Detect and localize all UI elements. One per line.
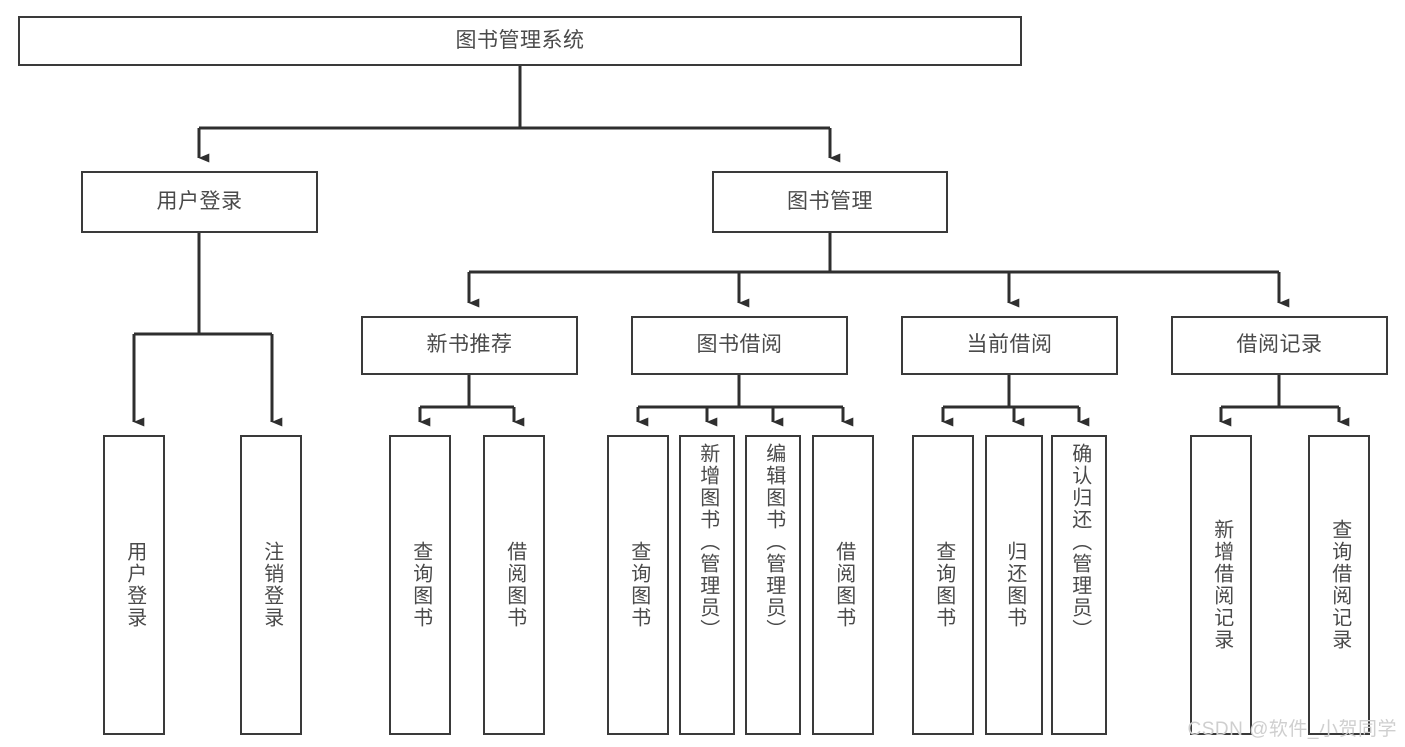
- leaf-user-login[interactable]: 用户登录: [103, 435, 165, 735]
- leaf-query-book-new[interactable]: 查询图书: [389, 435, 451, 735]
- leaf-borrow-book[interactable]: 借阅图书: [812, 435, 874, 735]
- leaf-add-book-admin-label: 新增图书（管理员）: [696, 443, 719, 641]
- leaf-add-book-admin[interactable]: 新增图书（管理员）: [679, 435, 735, 735]
- node-borrow-record[interactable]: 借阅记录: [1171, 316, 1388, 375]
- leaf-query-book-new-label: 查询图书: [409, 541, 432, 629]
- leaf-add-borrow-record[interactable]: 新增借阅记录: [1190, 435, 1252, 735]
- leaf-query-book-borrow[interactable]: 查询图书: [607, 435, 669, 735]
- leaf-logout-label: 注销登录: [260, 541, 283, 629]
- leaf-logout[interactable]: 注销登录: [240, 435, 302, 735]
- leaf-user-login-label: 用户登录: [123, 541, 146, 629]
- leaf-query-book-borrow-label: 查询图书: [627, 541, 650, 629]
- leaf-borrow-book-new[interactable]: 借阅图书: [483, 435, 545, 735]
- leaf-borrow-book-label: 借阅图书: [832, 541, 855, 629]
- leaf-confirm-return-admin[interactable]: 确认归还（管理员）: [1051, 435, 1107, 735]
- node-new-book-recommend[interactable]: 新书推荐: [361, 316, 578, 375]
- node-book-borrow[interactable]: 图书借阅: [631, 316, 848, 375]
- node-current-borrow-label: 当前借阅: [966, 333, 1053, 357]
- node-user-login[interactable]: 用户登录: [81, 171, 318, 233]
- leaf-confirm-return-admin-label: 确认归还（管理员）: [1068, 443, 1091, 641]
- leaf-return-book[interactable]: 归还图书: [985, 435, 1043, 735]
- node-current-borrow[interactable]: 当前借阅: [901, 316, 1118, 375]
- leaf-query-book-current-label: 查询图书: [932, 541, 955, 629]
- leaf-query-book-current[interactable]: 查询图书: [912, 435, 974, 735]
- leaf-edit-book-admin-label: 编辑图书（管理员）: [762, 443, 785, 641]
- leaf-query-borrow-record-label: 查询借阅记录: [1328, 519, 1351, 651]
- node-borrow-record-label: 借阅记录: [1236, 333, 1323, 357]
- leaf-query-borrow-record[interactable]: 查询借阅记录: [1308, 435, 1370, 735]
- leaf-add-borrow-record-label: 新增借阅记录: [1210, 519, 1233, 651]
- node-book-management-label: 图书管理: [787, 189, 873, 213]
- node-root[interactable]: 图书管理系统: [18, 16, 1022, 66]
- node-new-book-recommend-label: 新书推荐: [426, 333, 513, 357]
- leaf-borrow-book-new-label: 借阅图书: [503, 541, 526, 629]
- leaf-return-book-label: 归还图书: [1003, 541, 1026, 629]
- node-root-label: 图书管理系统: [455, 28, 585, 52]
- node-book-borrow-label: 图书借阅: [696, 333, 783, 357]
- node-user-login-label: 用户登录: [156, 189, 243, 213]
- leaf-edit-book-admin[interactable]: 编辑图书（管理员）: [745, 435, 801, 735]
- node-book-management[interactable]: 图书管理: [712, 171, 948, 233]
